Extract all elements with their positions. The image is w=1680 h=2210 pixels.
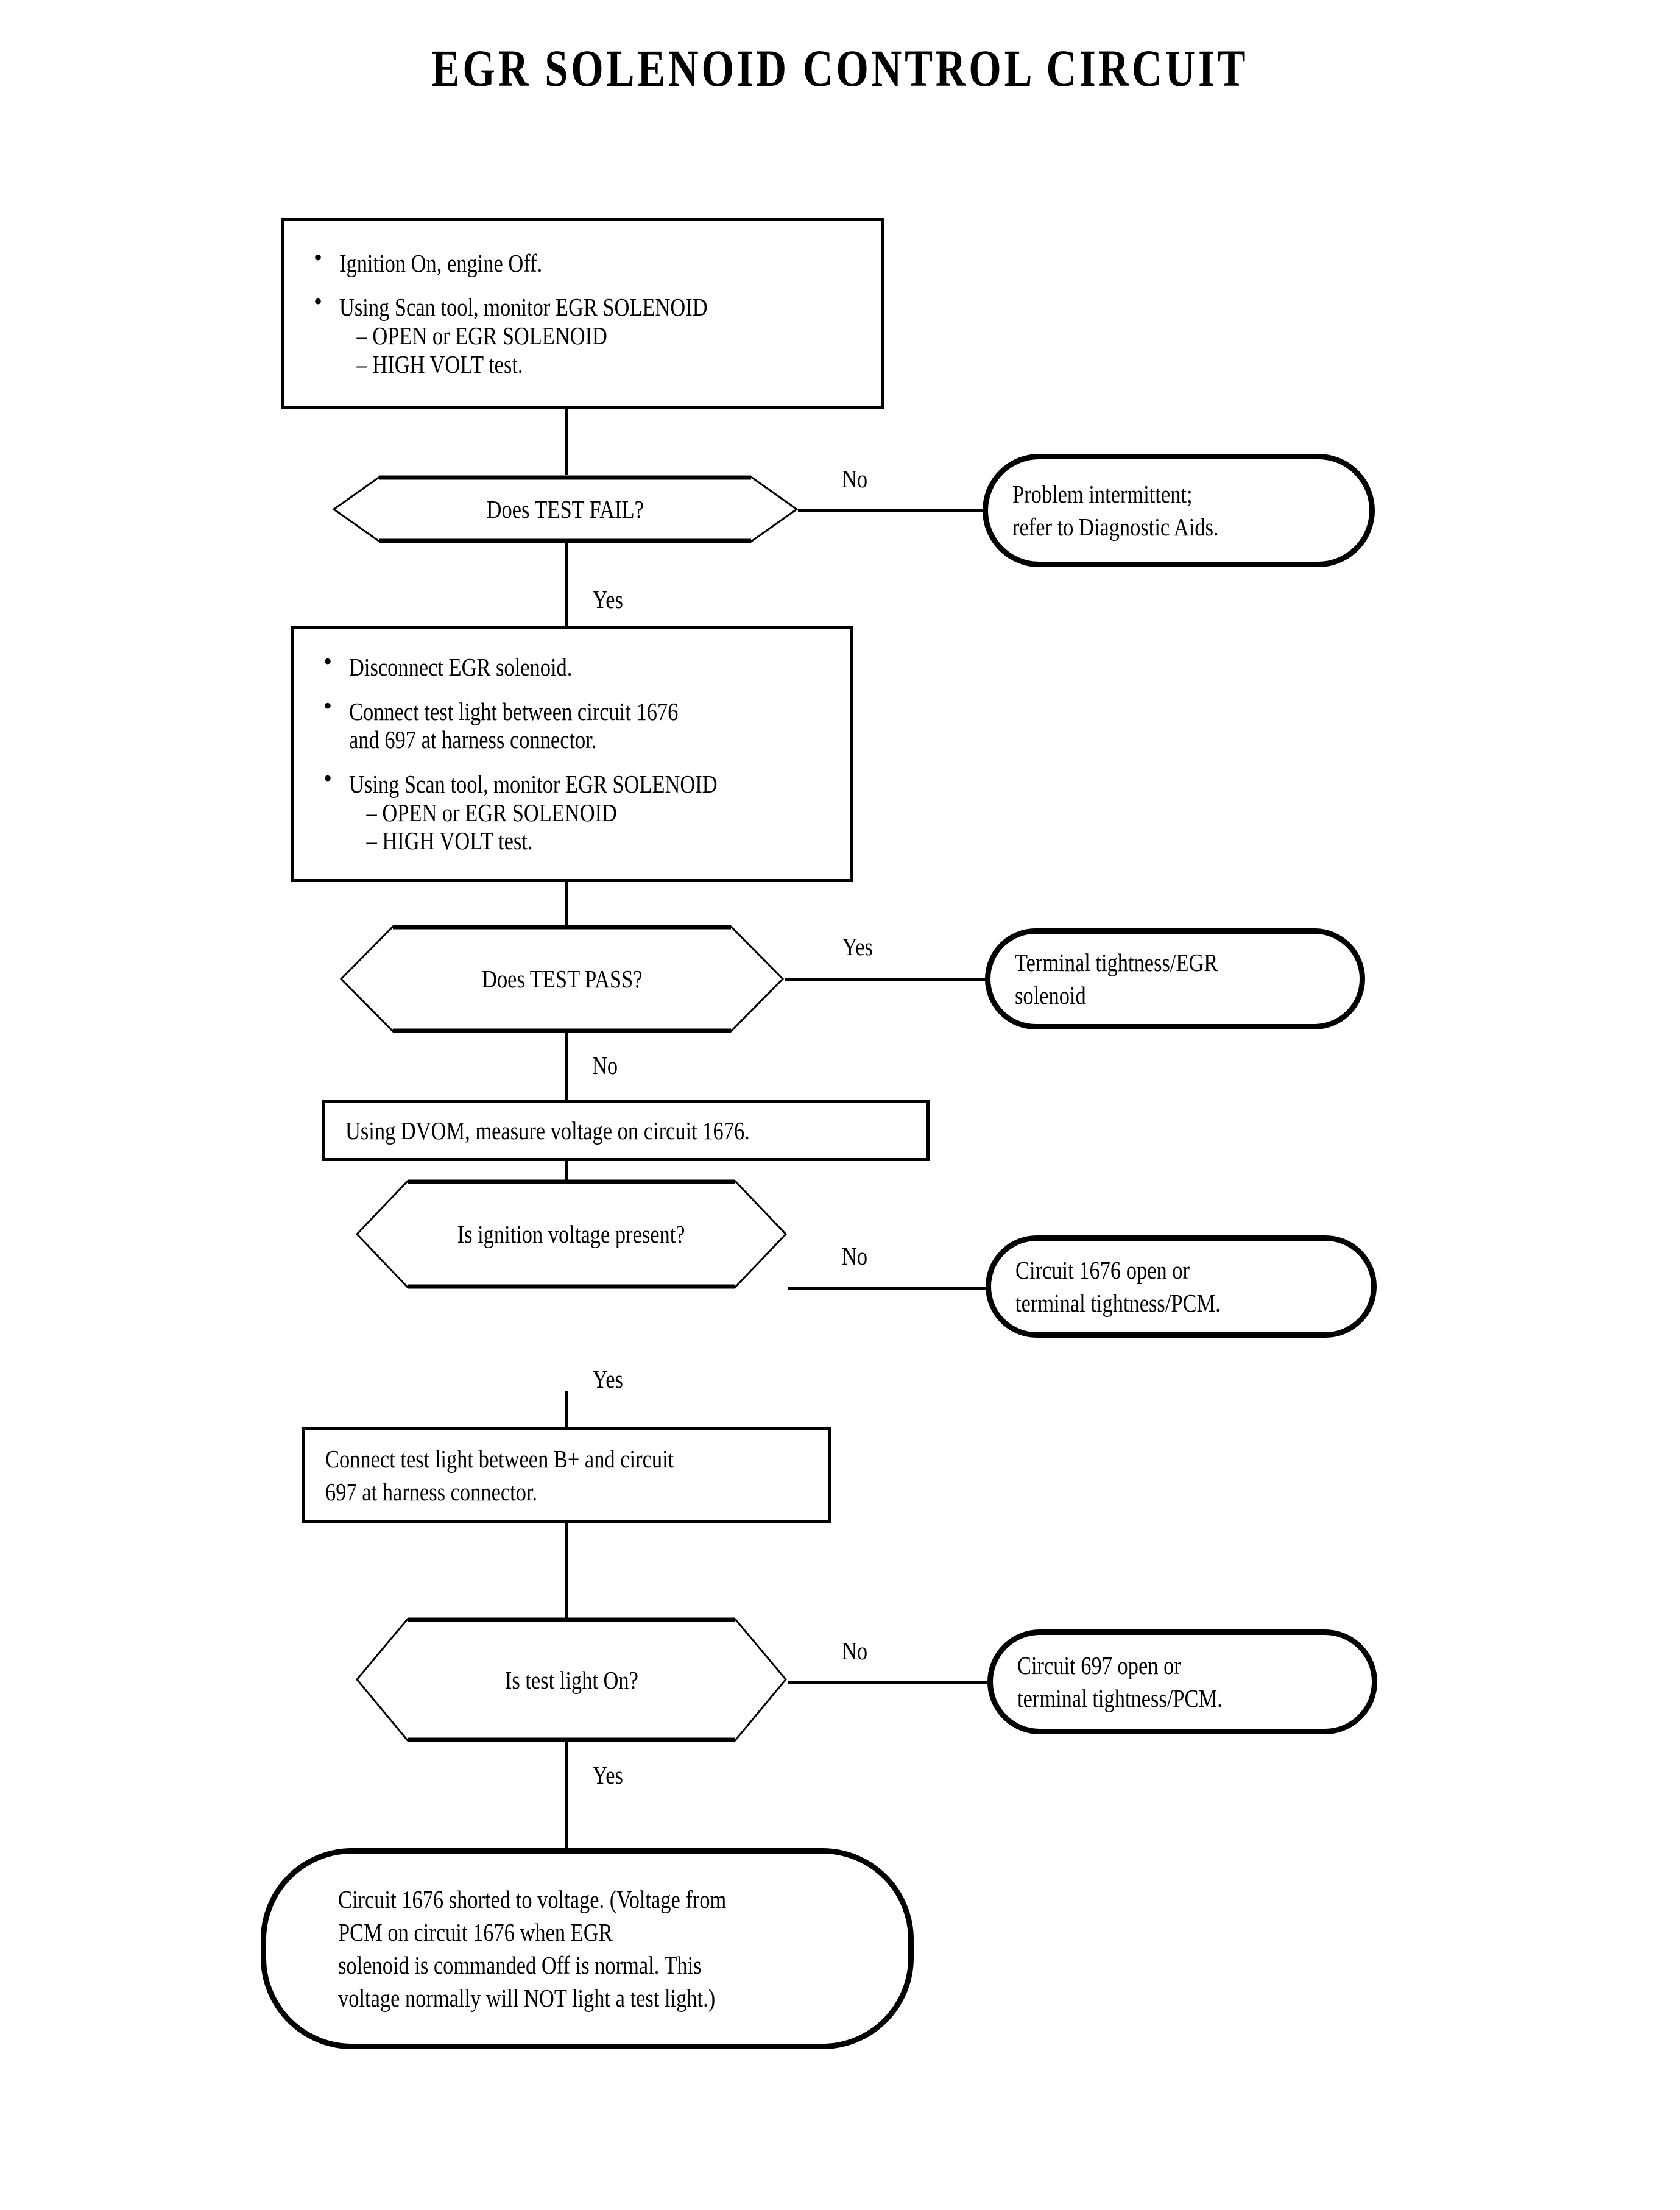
branch-text: No: [842, 465, 868, 493]
step2-bullet-3-line-1: Using Scan tool, monitor EGR SOLENOID: [349, 770, 718, 798]
connector-step3-dec3: [565, 1160, 568, 1181]
terminal-1-line-2: refer to Diagnostic Aids.: [1012, 513, 1219, 541]
branch-label-dec3-yes: Yes: [590, 1364, 626, 1394]
terminal-circuit-1676-shorted: Circuit 1676 shorted to voltage. (Voltag…: [261, 1848, 914, 2049]
step4-line-2: 697 at harness connector.: [325, 1478, 538, 1506]
decision-does-test-fail: Does TEST FAIL?: [332, 475, 799, 543]
terminal-1-line-1: Problem intermittent;: [1012, 479, 1193, 508]
hexagon-shape: [356, 1617, 787, 1742]
decision-2-label-wrap: Does TEST PASS?: [339, 925, 785, 1033]
terminal-5-line-1: Circuit 1676 shorted to voltage. (Voltag…: [338, 1885, 727, 1913]
step1-bullet-2-line-3: – HIGH VOLT test.: [356, 350, 523, 378]
terminal-5-line-3: solenoid is commanded Off is normal. Thi…: [338, 1951, 702, 1979]
decision-1-label-wrap: Does TEST FAIL?: [332, 475, 799, 543]
process-step-2: Disconnect EGR solenoid. Connect test li…: [291, 626, 853, 882]
process-step-4: Connect test light between B+ and circui…: [302, 1427, 831, 1523]
terminal-5-line-4: voltage normally will NOT light a test l…: [338, 1984, 716, 2013]
decision-3-label-wrap: Is ignition voltage present?: [355, 1179, 788, 1289]
connector-dec4-term4: [788, 1681, 987, 1684]
branch-text: Yes: [592, 1365, 623, 1393]
terminal-problem-intermittent: Problem intermittent; refer to Diagnosti…: [983, 454, 1375, 567]
list-item: Using Scan tool, monitor EGR SOLENOID – …: [305, 289, 861, 378]
branch-text: No: [842, 1637, 868, 1665]
decision-does-test-pass: Does TEST PASS?: [339, 925, 785, 1033]
step1-bullet-1: Ignition On, engine Off.: [339, 249, 543, 277]
list-item: Using Scan tool, monitor EGR SOLENOID – …: [315, 766, 829, 855]
terminal-2-line-1: Terminal tightness/EGR: [1015, 948, 1218, 976]
terminal-5-line-2: PCM on circuit 1676 when EGR: [338, 1918, 613, 1946]
step3-text: Using DVOM, measure voltage on circuit 1…: [345, 1116, 750, 1145]
branch-label-dec2-yes: Yes: [839, 932, 876, 961]
step2-bullet-list: Disconnect EGR solenoid. Connect test li…: [315, 649, 829, 855]
branch-text: No: [842, 1242, 868, 1270]
step1-bullet-list: Ignition On, engine Off. Using Scan tool…: [305, 245, 861, 379]
branch-text: Yes: [592, 1761, 623, 1789]
process-step-1: Ignition On, engine Off. Using Scan tool…: [281, 218, 884, 409]
terminal-4-line-1: Circuit 697 open or: [1017, 1651, 1181, 1679]
connector-dec1-term1: [798, 509, 986, 512]
decision-is-test-light-on: Is test light On?: [355, 1617, 788, 1742]
step2-bullet-2-line-2: and 697 at harness connector.: [349, 725, 597, 754]
step2-bullet-3-line-3: – HIGH VOLT test.: [366, 827, 533, 855]
decision-is-ignition-voltage-present: Is ignition voltage present?: [355, 1179, 788, 1289]
branch-label-dec3-no: No: [839, 1241, 870, 1271]
list-item: Connect test light between circuit 1676 …: [315, 694, 829, 754]
decision-4-label-wrap: Is test light On?: [355, 1617, 788, 1742]
list-item: Ignition On, engine Off.: [305, 245, 861, 278]
connector-dec2-step3: [565, 1033, 568, 1101]
step2-bullet-2-line-1: Connect test light between circuit 1676: [349, 697, 679, 725]
branch-label-dec1-no: No: [839, 464, 870, 493]
step2-bullet-3-line-2: – OPEN or EGR SOLENOID: [366, 798, 617, 827]
terminal-2-line-2: solenoid: [1015, 981, 1086, 1009]
branch-label-dec4-yes: Yes: [590, 1760, 626, 1790]
step2-bullet-1: Disconnect EGR solenoid.: [349, 652, 573, 681]
connector-step4-dec4: [565, 1523, 568, 1619]
connector-dec3-term3: [788, 1287, 986, 1290]
branch-text: Yes: [842, 933, 873, 961]
branch-label-dec4-no: No: [839, 1636, 870, 1665]
terminal-circuit-1676-open: Circuit 1676 open or terminal tightness/…: [986, 1235, 1377, 1338]
connector-dec3-step4: [565, 1391, 568, 1428]
hexagon-shape: [339, 925, 785, 1033]
branch-label-dec1-yes: Yes: [590, 585, 626, 614]
connector-step2-dec2: [565, 882, 568, 926]
process-step-3: Using DVOM, measure voltage on circuit 1…: [322, 1100, 930, 1161]
step1-bullet-2-line-2: – OPEN or EGR SOLENOID: [356, 322, 607, 350]
hexagon-shape: [355, 1179, 788, 1289]
branch-text: Yes: [592, 585, 623, 613]
connector-dec1-step2: [565, 542, 568, 627]
page-title: EGR SOLENOID CONTROL CIRCUIT: [431, 39, 1249, 97]
connector-step1-dec1: [565, 408, 568, 475]
terminal-3-line-2: terminal tightness/PCM.: [1015, 1289, 1221, 1317]
branch-text: No: [592, 1051, 618, 1079]
terminal-circuit-697-open: Circuit 697 open or terminal tightness/P…: [987, 1629, 1377, 1734]
decision-4-label: Is test light On?: [504, 1665, 638, 1694]
decision-2-label: Does TEST PASS?: [481, 965, 643, 993]
decision-1-label: Does TEST FAIL?: [486, 495, 644, 523]
step1-bullet-2-line-1: Using Scan tool, monitor EGR SOLENOID: [339, 293, 708, 322]
terminal-terminal-tightness-egr: Terminal tightness/EGR solenoid: [985, 928, 1365, 1029]
branch-label-dec2-no: No: [590, 1051, 620, 1080]
connector-dec2-term2: [785, 978, 987, 981]
hexagon-shape: [332, 475, 799, 543]
terminal-4-line-2: terminal tightness/PCM.: [1017, 1684, 1223, 1712]
decision-3-label: Is ignition voltage present?: [457, 1220, 685, 1248]
terminal-3-line-1: Circuit 1676 open or: [1015, 1255, 1190, 1284]
list-item: Disconnect EGR solenoid.: [315, 649, 829, 682]
step4-line-1: Connect test light between B+ and circui…: [325, 1444, 674, 1473]
connector-dec4-term5: [565, 1742, 568, 1849]
